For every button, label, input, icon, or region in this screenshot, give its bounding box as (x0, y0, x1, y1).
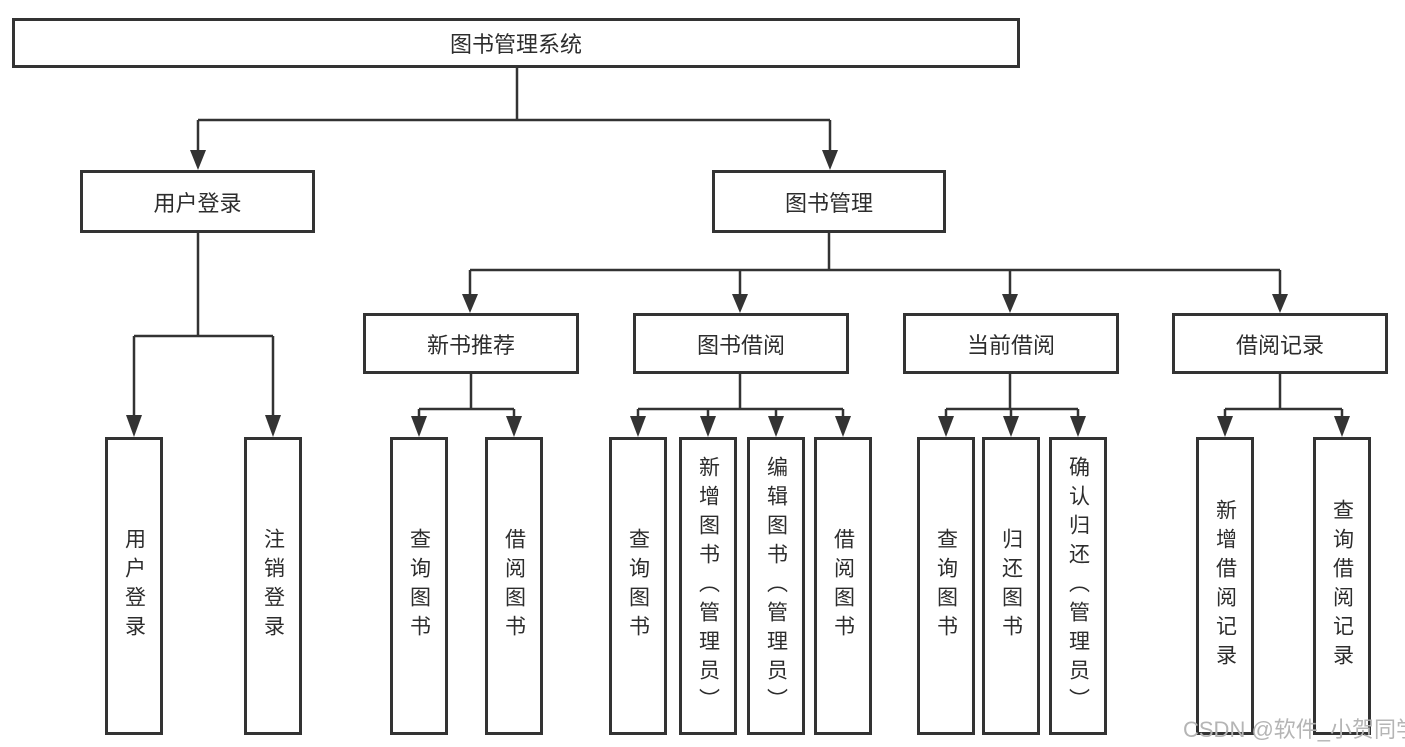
node-user-login: 用户登录 (80, 170, 315, 233)
leaf-query-borrow-record: 查询借阅记录 (1313, 437, 1371, 735)
leaf-confirm-return-admin: 确认归还（管理员） (1049, 437, 1107, 735)
leaf-add-books-admin: 新增图书（管理员） (679, 437, 737, 735)
node-book-borrow: 图书借阅 (633, 313, 849, 374)
csdn-watermark: CSDN @软件_小贺同学 (1183, 717, 1405, 742)
node-book-management: 图书管理 (712, 170, 946, 233)
node-current-borrow: 当前借阅 (903, 313, 1119, 374)
node-borrow-records: 借阅记录 (1172, 313, 1388, 374)
leaf-return-books: 归还图书 (982, 437, 1040, 735)
arrowheads (126, 150, 1350, 437)
leaf-logout: 注销登录 (244, 437, 302, 735)
leaf-query-books-current: 查询图书 (917, 437, 975, 735)
leaf-query-books-recommend: 查询图书 (390, 437, 448, 735)
leaf-edit-books-admin: 编辑图书（管理员） (747, 437, 805, 735)
leaf-query-books-borrow: 查询图书 (609, 437, 667, 735)
leaf-add-borrow-record: 新增借阅记录 (1196, 437, 1254, 735)
leaf-borrow-books-recommend: 借阅图书 (485, 437, 543, 735)
leaf-user-login: 用户登录 (105, 437, 163, 735)
node-root-system: 图书管理系统 (12, 18, 1020, 68)
leaf-borrow-books: 借阅图书 (814, 437, 872, 735)
node-new-book-recommend: 新书推荐 (363, 313, 579, 374)
